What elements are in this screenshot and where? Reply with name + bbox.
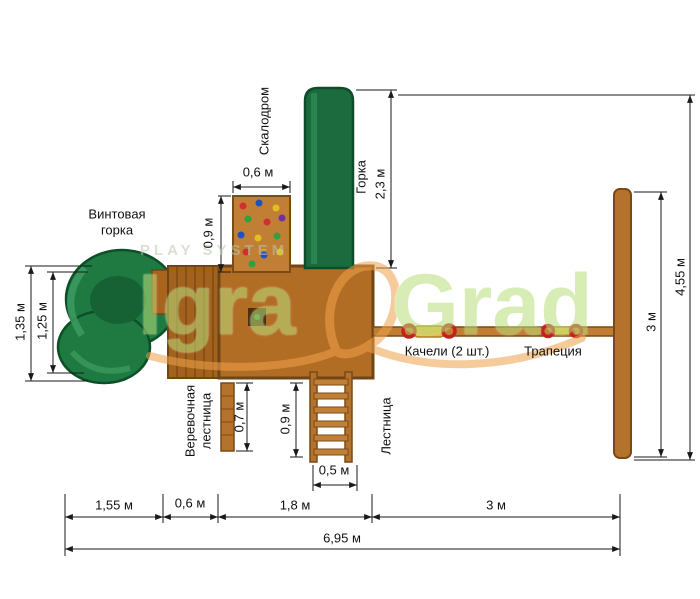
dim-bay-platform: 1,8 м <box>279 497 311 513</box>
dim-stairs-width: 0,5 м <box>318 462 350 478</box>
ladder-label: Лестница <box>378 397 394 455</box>
rope-ladder-label-line1: Веревочная <box>182 384 198 458</box>
dim-slide-length: 2,3 м <box>372 168 388 200</box>
dim-spiral-outer-depth: 1,35 м <box>12 303 28 341</box>
spiral-slide-label-line2: горка <box>100 222 134 238</box>
dim-overall-width: 6,95 м <box>323 530 361 546</box>
climbing-wall-shape <box>232 195 291 273</box>
dim-spiral-inner-depth: 1,25 м <box>34 302 50 340</box>
rope-ladder-deck-shape <box>167 265 220 379</box>
rope-ladder-label-line2: лестница <box>198 392 214 450</box>
dim-climbing-wall-width: 0,6 м <box>242 164 274 180</box>
dimension-lines <box>28 90 693 552</box>
dim-overall-depth: 4,55 м <box>672 258 688 296</box>
spiral-slide-label-line1: Винтовая <box>88 206 146 222</box>
trapeze-label: Трапеция <box>524 343 582 359</box>
slide-label: Горка <box>353 160 369 194</box>
swings-label: Качели (2 шт.) <box>404 343 490 359</box>
rope-ladder-hang-shape <box>220 382 235 452</box>
swing-beam-shape <box>372 188 632 459</box>
dim-climbing-wall-depth: 0,9 м <box>200 217 216 249</box>
dim-stairs-length: 0,9 м <box>277 403 293 435</box>
slide-shape <box>303 86 355 270</box>
spiral-slide-shape <box>56 248 180 385</box>
platform-shape <box>217 264 375 380</box>
ladder-shape <box>309 371 353 463</box>
dim-swing-bay-depth: 3 м <box>643 312 659 332</box>
dim-bay-swings: 3 м <box>486 497 506 513</box>
climbing-wall-label: Скалодром <box>256 86 272 156</box>
dim-bay-spiral: 1,55 м <box>95 497 133 513</box>
dim-bay-rope-ladder: 0,6 м <box>174 495 206 511</box>
dim-rope-ladder-length: 0,7 м <box>231 401 247 433</box>
